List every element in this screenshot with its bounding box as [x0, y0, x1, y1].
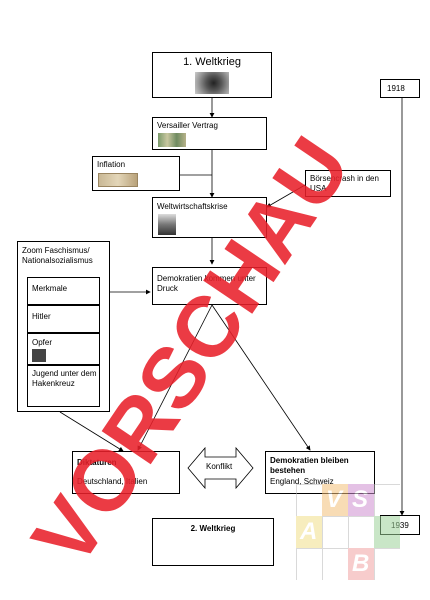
zoom-item-label: Merkmale — [32, 284, 68, 293]
logo-cell-v-text: V — [326, 486, 343, 513]
node-diktaturen: Diktaturen Deutschland, Italien — [72, 451, 180, 494]
zoom-item-merkmale[interactable]: Merkmale — [27, 277, 100, 305]
logo-cell-b-text: B — [352, 550, 370, 577]
node-1918: 1918 — [380, 79, 420, 98]
opfer-photo — [32, 349, 46, 362]
node-versailles-label: Versailler Vertrag — [157, 121, 218, 130]
versailles-photo — [158, 133, 186, 147]
node-weltkrieg2: 2. Weltkrieg — [152, 518, 274, 566]
node-demokratien-druck-label: Demokratien kommen unter Druck — [157, 274, 256, 293]
node-weltkrieg2-label: 2. Weltkrieg — [190, 524, 236, 533]
node-zoom-faschismus: Zoom Faschismus/ Nationalsozialismus Mer… — [17, 241, 110, 412]
node-boersencrash: Börsencrash in den USA — [305, 170, 391, 197]
watermark-logo: V S A B — [296, 484, 400, 580]
node-weltwirtschaftskrise: Weltwirtschaftskrise — [152, 197, 267, 238]
node-diktaturen-text: Deutschland, Italien — [77, 477, 148, 486]
node-1918-label: 1918 — [387, 84, 405, 93]
logo-cell-b — [348, 548, 374, 580]
logo-cell-v — [322, 484, 348, 516]
node-demokratien-bleiben-text: England, Schweiz — [270, 477, 334, 486]
logo-cell-s-text: S — [352, 486, 369, 513]
node-weltkrieg1-label: 1. Weltkrieg — [183, 56, 241, 68]
arrow-demokratien-diktaturen — [137, 304, 213, 451]
node-diktaturen-title: Diktaturen — [77, 458, 117, 467]
arrow-zoom-diktaturen — [59, 411, 124, 452]
inflation-photo — [98, 173, 138, 187]
logo-cell-green — [374, 516, 400, 548]
node-demokratien-bleiben-title: Demokratien bleiben bestehen — [270, 456, 349, 475]
weltkrieg-photo — [195, 72, 229, 94]
logo-cell-s — [348, 484, 374, 516]
node-weltwirtschaftskrise-label: Weltwirtschaftskrise — [157, 202, 228, 211]
node-boersencrash-label: Börsencrash in den USA — [310, 174, 379, 193]
node-demokratien-druck: Demokratien kommen unter Druck — [152, 267, 267, 305]
wirtschaftskrise-photo — [158, 214, 176, 235]
zoom-item-label: Opfer — [32, 338, 53, 347]
zoom-item-opfer[interactable]: Opfer — [27, 333, 100, 365]
arrow-boersencrash-krise — [266, 184, 306, 208]
zoom-item-label: Jugend unter dem Hakenkreuz — [32, 369, 97, 388]
zoom-item-label: Hitler — [32, 312, 51, 321]
zoom-item-jugend[interactable]: Jugend unter dem Hakenkreuz — [27, 365, 100, 407]
arrow-demokratien-bleiben — [211, 304, 311, 451]
zoom-item-hitler[interactable]: Hitler — [27, 305, 100, 333]
node-inflation: Inflation — [92, 156, 180, 191]
node-weltkrieg1: 1. Weltkrieg — [152, 52, 272, 98]
konflikt-label: Konflikt — [206, 462, 233, 471]
konflikt-double-arrow — [187, 446, 254, 490]
node-inflation-label: Inflation — [97, 160, 126, 169]
logo-cell-a-text: A — [300, 518, 318, 545]
zoom-title: Zoom Faschismus/ Nationalsozialismus — [22, 246, 93, 265]
node-versailles: Versailler Vertrag — [152, 117, 267, 150]
logo-cell-a — [296, 516, 322, 548]
